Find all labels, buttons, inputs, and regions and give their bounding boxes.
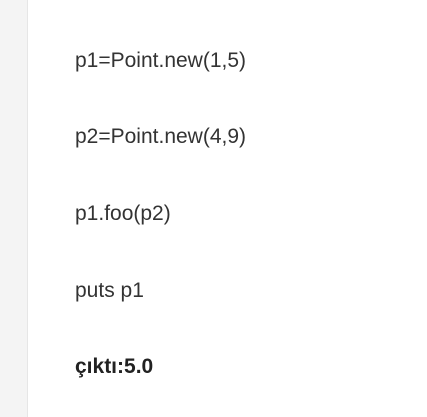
- code-content: p1=Point.new(1,5) p2=Point.new(4,9) p1.f…: [75, 0, 427, 417]
- code-line-4: puts p1: [75, 279, 144, 302]
- output-line: çıktı:5.0: [75, 355, 154, 378]
- code-line-1: p1=Point.new(1,5): [75, 49, 247, 72]
- code-line-3: p1.foo(p2): [75, 202, 171, 225]
- code-line-2: p2=Point.new(4,9): [75, 125, 247, 148]
- left-gutter: [0, 0, 28, 417]
